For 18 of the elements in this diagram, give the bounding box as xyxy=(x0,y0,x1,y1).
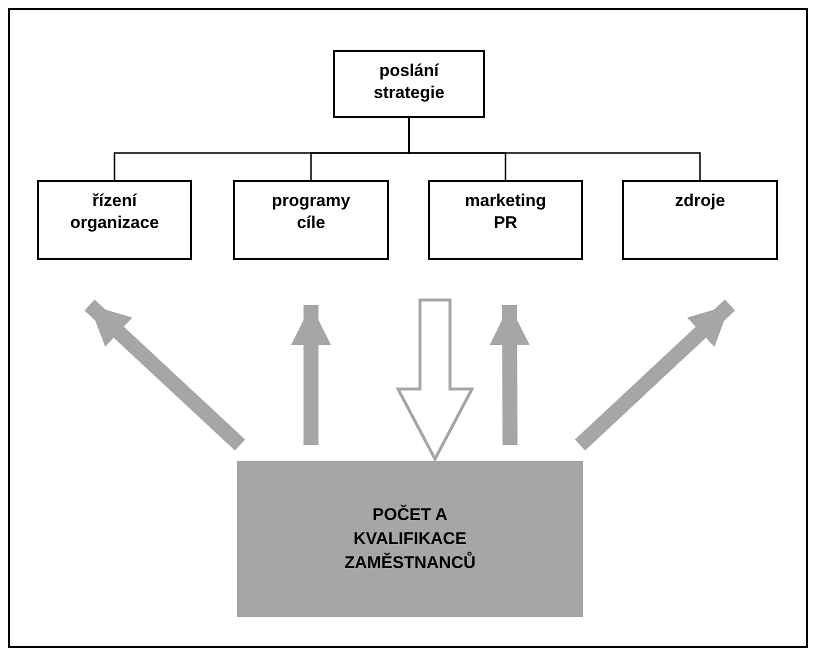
arrow xyxy=(291,305,331,445)
hollow-arrow xyxy=(396,298,474,462)
text-box xyxy=(622,180,778,260)
box-label: řízení organizace xyxy=(69,190,160,234)
box-label: marketing PR xyxy=(464,190,548,234)
box-label: programy cíle xyxy=(270,190,352,234)
box-label: POČET A KVALIFIKACE ZAMĚSTNANCŮ xyxy=(343,504,477,574)
text-box xyxy=(428,180,583,260)
box-label: poslání strategie xyxy=(372,60,446,104)
arrow xyxy=(574,300,736,450)
filled-box xyxy=(237,461,583,617)
arrow xyxy=(490,304,530,446)
text-box xyxy=(333,50,485,118)
text-box xyxy=(233,180,389,260)
arrow xyxy=(84,300,246,450)
box-label: zdroje xyxy=(674,190,726,212)
text-box xyxy=(37,180,192,260)
connector-line xyxy=(408,118,701,180)
